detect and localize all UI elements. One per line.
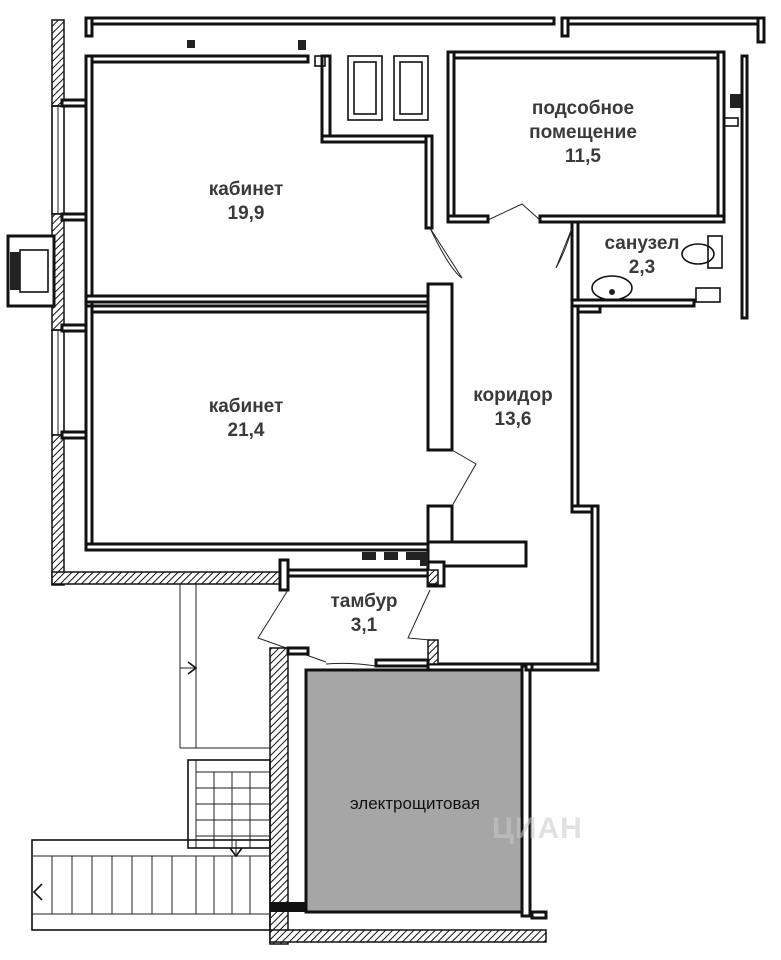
room-area: 3,1: [350, 615, 378, 636]
room-label-bathroom: санузел 2,3: [592, 232, 692, 280]
room-label-utility: подсобное помещение 11,5: [508, 97, 658, 169]
top-walls: [84, 16, 766, 44]
electrical-room: [269, 646, 548, 945]
watermark: ЦИАН: [492, 812, 583, 845]
cabinet-1-door: [429, 227, 463, 279]
room-label-vestibule: тамбур 3,1: [314, 590, 414, 638]
fireplace: [6, 234, 56, 308]
cabinet-2-walls: [84, 282, 528, 588]
lower-exterior-wall: [51, 558, 290, 592]
room-label-electrical: электрощитовая: [320, 792, 510, 816]
utility-room-walls: [446, 50, 749, 320]
direction-arrows: [32, 661, 243, 901]
room-name: тамбур: [330, 591, 398, 612]
room-name: коридор: [473, 385, 553, 406]
room-area: 19,9: [227, 203, 265, 224]
ventilation-shafts: [347, 55, 429, 121]
corridor-walls: [426, 304, 602, 672]
room-name: кабинет: [208, 396, 284, 417]
room-name: электрощитовая: [349, 794, 481, 813]
room-area: 13,6: [494, 409, 532, 430]
room-label-cabinet-2: кабинет 21,4: [196, 395, 296, 443]
room-label-corridor: коридор 13,6: [460, 384, 566, 432]
room-label-cabinet-1: кабинет 19,9: [196, 178, 296, 226]
entrance-stairs: [31, 584, 271, 931]
left-exterior-wall: [51, 19, 92, 586]
room-area: 2,3: [628, 257, 656, 278]
room-name: кабинет: [208, 179, 284, 200]
bathroom: [555, 220, 723, 308]
cabinet-1-walls: [84, 40, 434, 314]
vestibule: [257, 568, 439, 668]
room-name-line-2: помещение: [529, 122, 637, 143]
room-area: 21,4: [227, 420, 265, 441]
room-name: санузел: [604, 233, 680, 254]
room-area: 11,5: [565, 146, 601, 167]
room-name-line-1: подсобное: [531, 98, 635, 119]
